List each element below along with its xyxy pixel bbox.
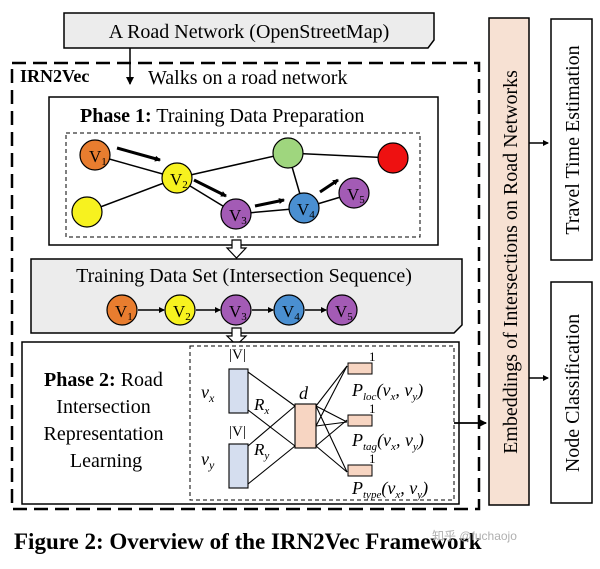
graph-node-v1: V1: [79, 139, 111, 171]
input-y-layer: [228, 443, 249, 489]
figure-caption: Figure 2: Overview of the IRN2Vec Framew…: [14, 529, 482, 554]
graph-node-green: [272, 137, 304, 169]
graph-node-red: [377, 142, 409, 174]
graph-node-v3: V3: [220, 198, 252, 230]
input-x-size: |V|: [229, 347, 246, 363]
graph-node-v5: V5: [338, 177, 370, 209]
svg-text:V2: V2: [170, 170, 188, 191]
framework-name: IRN2Vec: [20, 66, 89, 86]
sequence-nodes: V1 V2 V3 V4 V5: [106, 294, 358, 326]
input-x-label: vx: [201, 382, 215, 405]
sequence-node-v2: V2: [164, 294, 196, 326]
phase2-title: Phase 2: Road Intersection Representatio…: [44, 369, 169, 472]
output-tag-unit: [347, 414, 373, 427]
hidden-layer: [294, 403, 317, 449]
walk-arrows: [116, 146, 339, 208]
sequence-node-v1: V1: [106, 294, 138, 326]
road-graph-nodes: V1 V2 V3 V4 V5: [71, 137, 409, 230]
phase1-title: Phase 1: Training Data Preparation: [80, 105, 364, 127]
output-loc-label: Ploc(vx, vy): [351, 380, 423, 403]
sequence-node-v5: V5: [326, 294, 358, 326]
svg-text:V5: V5: [335, 302, 353, 323]
output-loc-size: 1: [369, 349, 376, 364]
graph-node-v4: V4: [288, 192, 320, 224]
svg-text:V1: V1: [115, 302, 133, 323]
task-travel-time-box: Travel Time Estimation: [550, 18, 593, 261]
input-x-layer: [228, 368, 249, 414]
svg-text:V5: V5: [347, 185, 365, 206]
hidden-dim-label: d: [299, 383, 309, 403]
input-y-label: vy: [201, 449, 215, 472]
output-type-size: 1: [369, 451, 376, 466]
svg-text:V4: V4: [297, 200, 315, 221]
output-type-unit: [347, 464, 373, 477]
embeddings-label: Embeddings of Intersections on Road Netw…: [500, 70, 522, 454]
framework-box: [10, 61, 481, 511]
walks-label: Walks on a road network: [148, 67, 347, 89]
dataset-to-phase2-arrow: [225, 327, 248, 346]
rx-label: Rx: [253, 395, 269, 417]
neural-network: |V| vx Rx |V| vy Ry d 1 Ploc(vx, vy) 1 P…: [201, 347, 428, 501]
task-node-classification-label: Node Classification: [562, 314, 584, 472]
svg-text:V1: V1: [89, 147, 107, 168]
output-loc-unit: [347, 362, 373, 375]
sequence-node-v4: V4: [273, 294, 305, 326]
input-y-size: |V|: [229, 424, 246, 440]
output-tag-label: Ptag(vx, vy): [351, 430, 424, 453]
svg-text:V3: V3: [229, 206, 247, 227]
dataset-box-label: Training Data Set (Intersection Sequence…: [76, 265, 412, 287]
svg-text:V3: V3: [229, 302, 247, 323]
source-box-label: A Road Network (OpenStreetMap): [109, 21, 390, 43]
output-tag-size: 1: [369, 401, 376, 416]
task-node-classification-box: Node Classification: [550, 281, 593, 504]
output-type-label: Ptype(vx, vy): [351, 478, 428, 501]
embeddings-box: Embeddings of Intersections on Road Netw…: [488, 17, 530, 506]
phase1-to-dataset-arrow: [225, 239, 248, 259]
ry-label: Ry: [253, 440, 269, 462]
graph-node-yellow: [71, 196, 103, 228]
watermark: 知乎 @fuchaojo: [432, 529, 517, 543]
svg-text:V4: V4: [282, 302, 300, 323]
svg-text:V2: V2: [173, 302, 191, 323]
sequence-node-v3: V3: [220, 294, 252, 326]
graph-node-v2: V2: [161, 162, 193, 194]
source-box: A Road Network (OpenStreetMap): [63, 12, 435, 49]
task-travel-time-label: Travel Time Estimation: [562, 45, 584, 234]
